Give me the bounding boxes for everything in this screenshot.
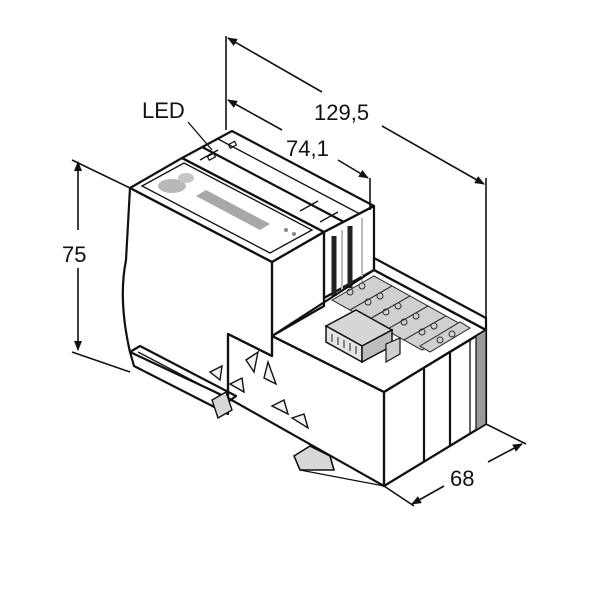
display-window [196, 190, 270, 230]
dimension-lines [71, 36, 527, 507]
din-rail-clips [128, 344, 385, 487]
label-height: 75 [62, 242, 86, 267]
main-module-housing [121, 129, 376, 400]
vent-slots [208, 350, 310, 430]
label-total-length: 129,5 [314, 100, 369, 125]
label-module-length: 74,1 [286, 136, 329, 161]
plug-connector [324, 309, 401, 364]
led-indicator-2 [227, 140, 238, 149]
label-led: LED [142, 98, 185, 123]
label-depth: 68 [450, 466, 474, 491]
led-indicator-1 [206, 152, 217, 161]
